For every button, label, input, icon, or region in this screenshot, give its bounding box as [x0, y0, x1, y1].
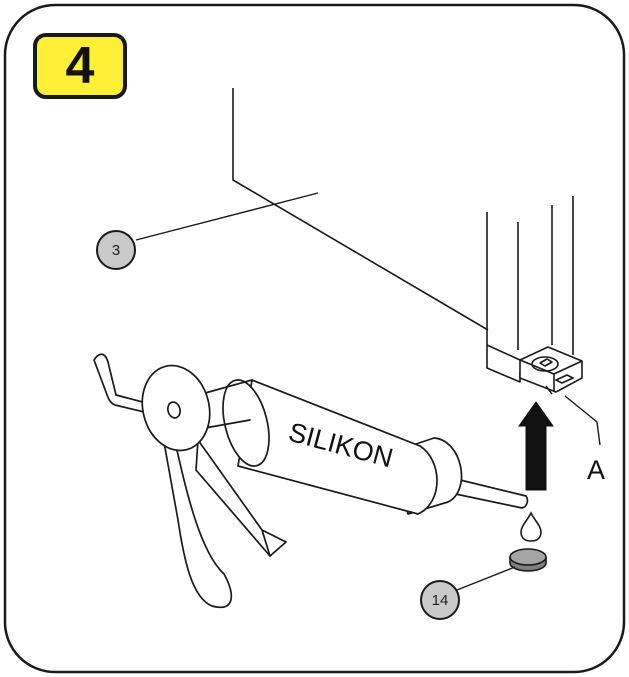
gun-trigger — [195, 439, 287, 557]
step-badge: 4 — [33, 33, 127, 99]
silicone-gun — [93, 353, 529, 609]
cartridge-tube — [237, 379, 438, 515]
leader-line-a — [564, 395, 601, 446]
callout-14-number: 14 — [431, 591, 449, 609]
cabinet-side — [232, 88, 489, 331]
step-number: 4 — [65, 37, 95, 95]
drop-icon — [520, 511, 542, 542]
seal-pad — [509, 548, 547, 572]
leader-line-3 — [135, 192, 319, 241]
cabinet-leg — [486, 196, 583, 395]
cartridge-nozzle — [445, 477, 529, 509]
arrow-up-icon — [518, 401, 554, 491]
gun-end-plate — [141, 364, 211, 452]
cartridge-back — [222, 379, 270, 467]
callout-14: 14 — [420, 580, 460, 620]
illustration-frame — [3, 3, 626, 674]
callout-3: 3 — [96, 230, 136, 270]
callout-3-number: 3 — [111, 241, 121, 259]
gun-handle — [159, 419, 233, 609]
part-label-a: A — [587, 455, 606, 485]
leader-line-14 — [456, 566, 516, 591]
